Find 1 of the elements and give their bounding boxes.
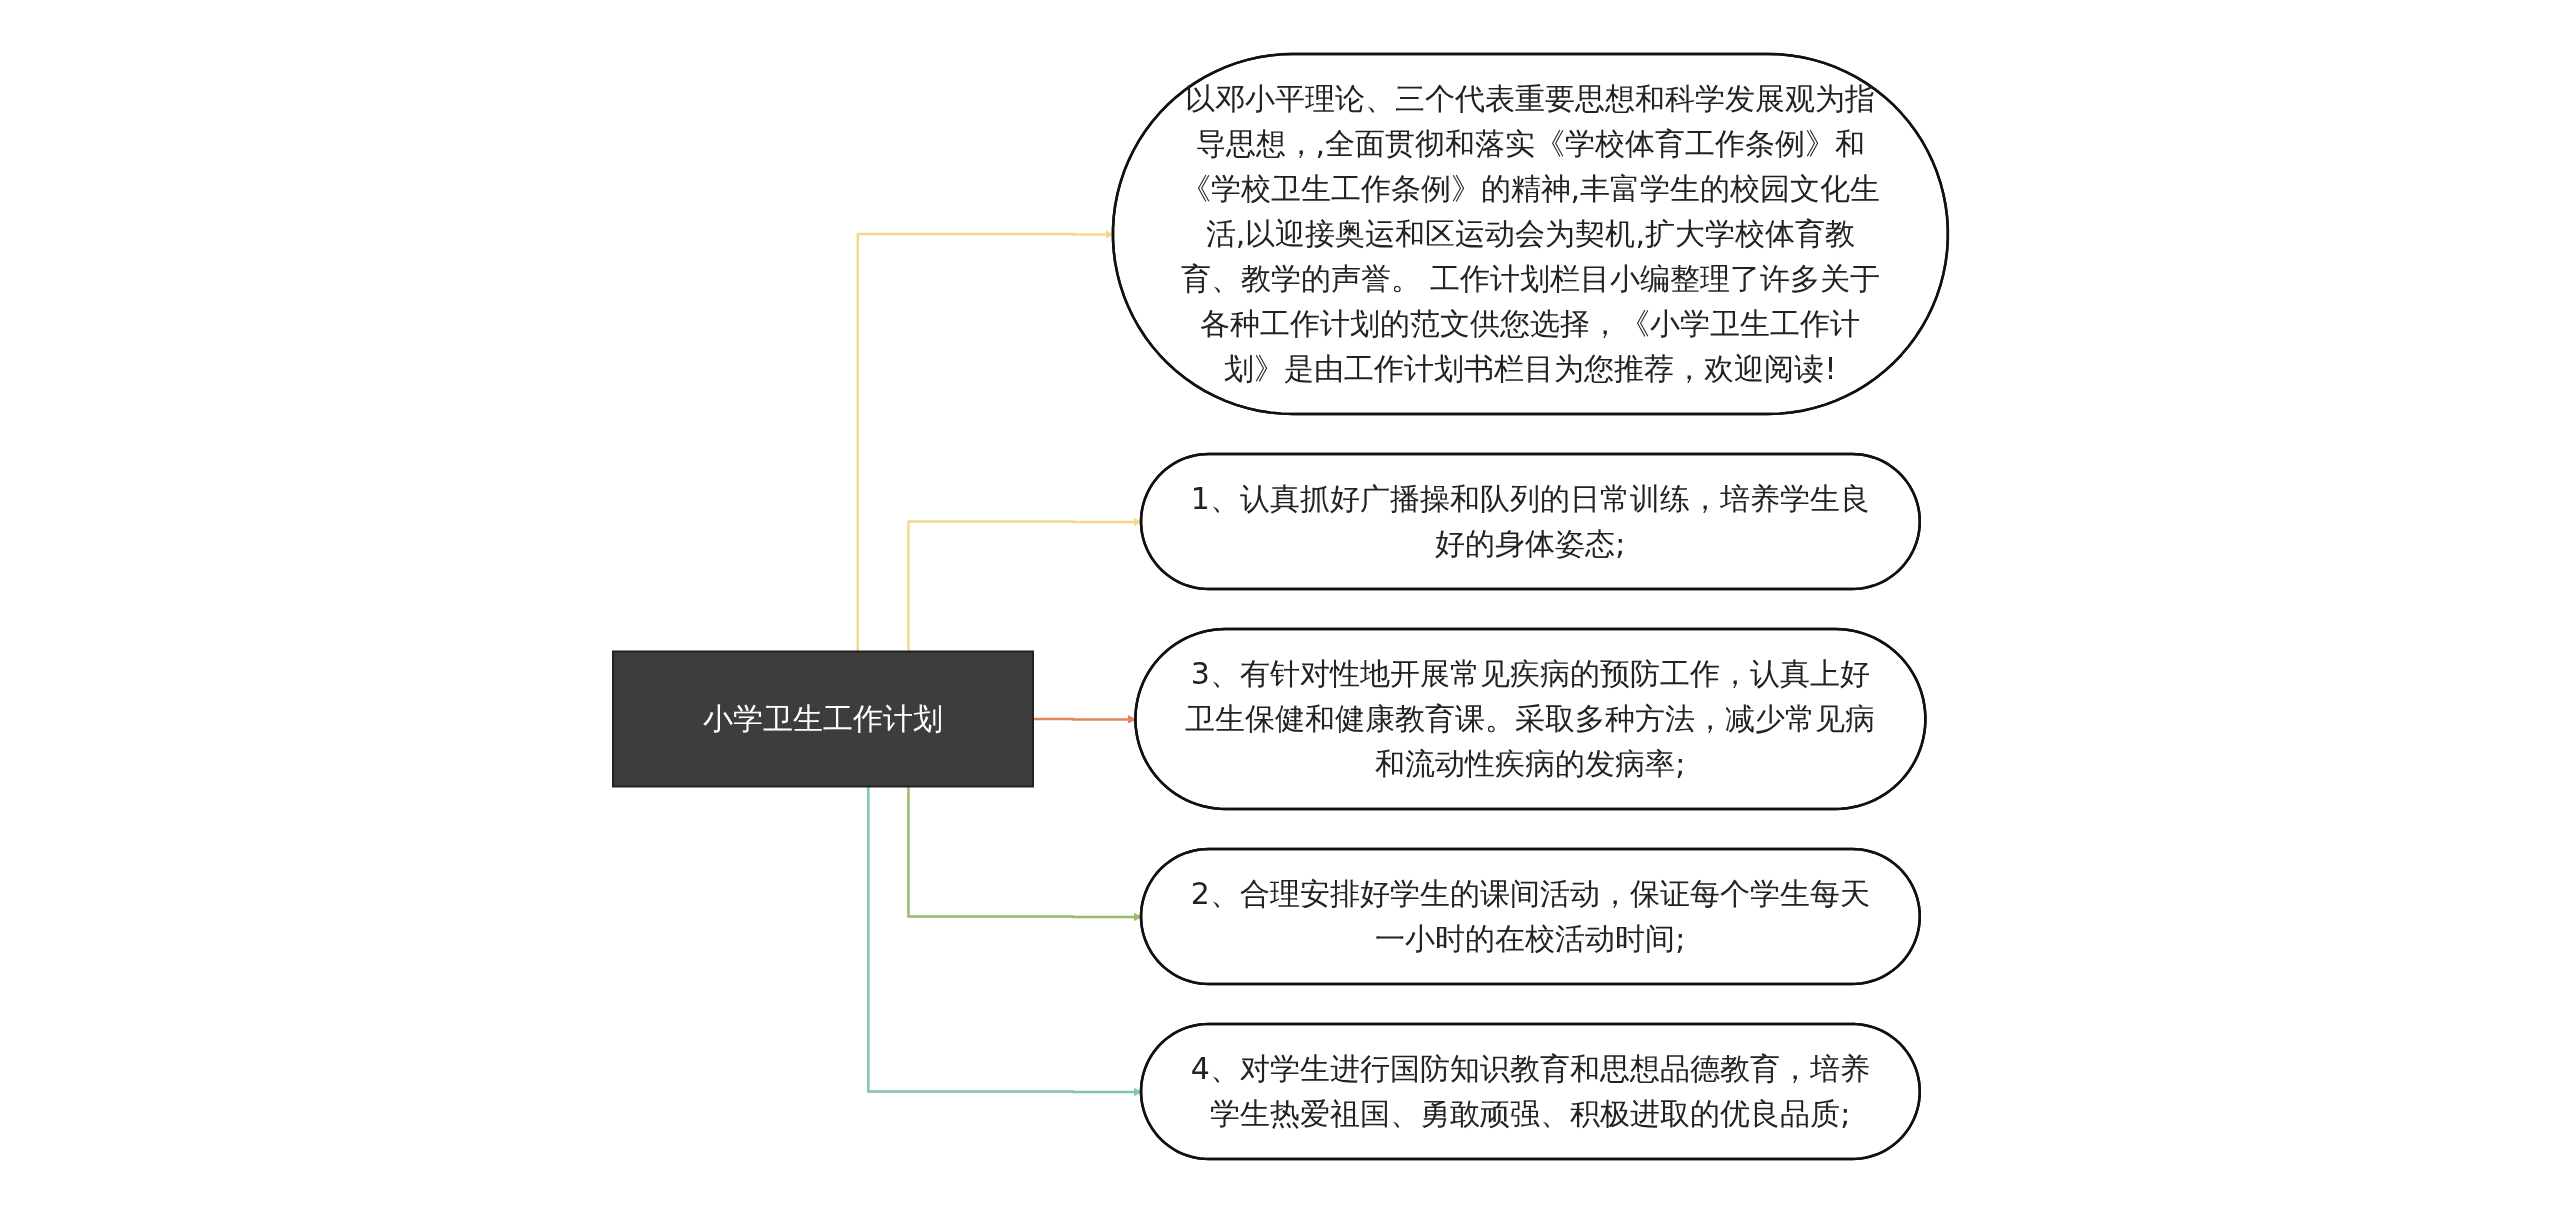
node-box: 小学卫生工作计划 <box>611 650 1034 787</box>
